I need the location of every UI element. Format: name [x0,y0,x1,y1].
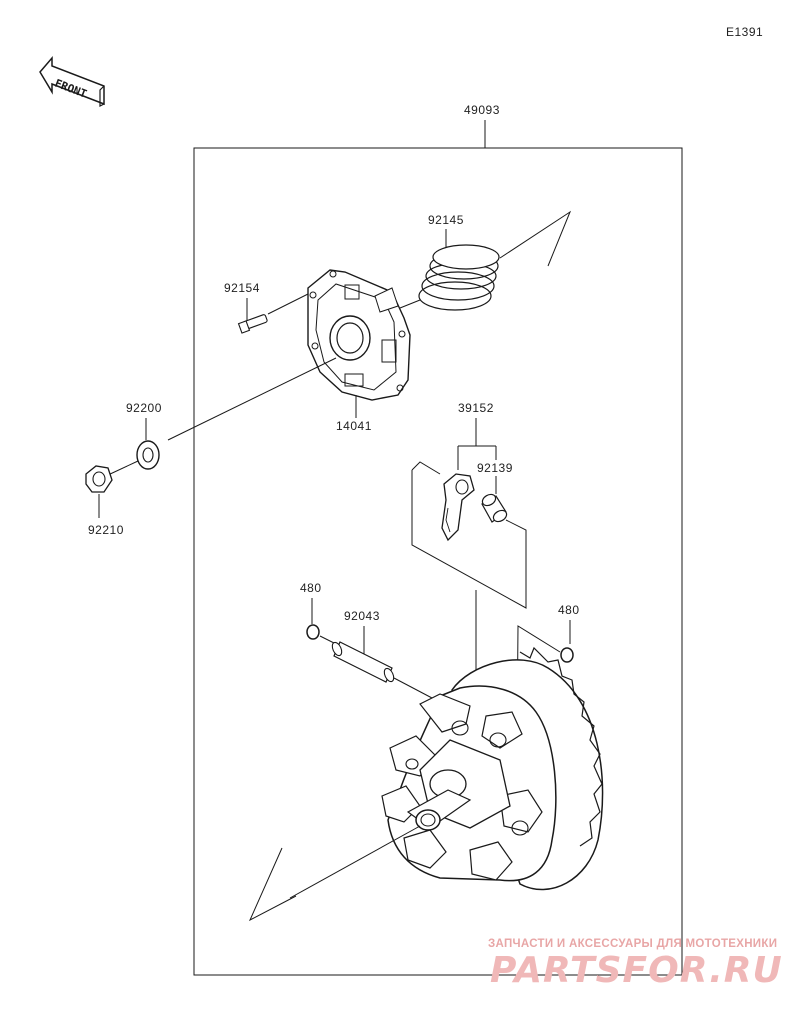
ring-left-part [306,624,320,640]
pin-part [331,641,395,683]
weight-arm-part [441,473,475,542]
front-arrow-icon: FRONT [39,55,105,107]
callout-washer: 92200 [126,401,162,415]
clutch-sheave-part [381,646,604,891]
callout-roller: 92139 [477,461,513,475]
nut-part [85,465,113,493]
cover-part [307,269,411,401]
callout-weight-assy: 39152 [458,401,494,415]
callout-ring-right: 480 [558,603,580,617]
spring-part [418,244,500,311]
callout-nut: 92210 [88,523,124,537]
callout-bolt: 92154 [224,281,260,295]
callout-ring-left: 480 [300,581,322,595]
callout-pin: 92043 [344,609,380,623]
assembly-bracket [193,147,683,976]
washer-part [136,440,160,470]
watermark-tagline: ЗАПЧАСТИ И АКСЕССУАРЫ ДЛЯ МОТОТЕХНИКИ [488,938,778,950]
watermark-logo: PARTSFOR.RU [490,950,783,991]
roller-part [481,493,508,523]
diagram-code: E1391 [726,25,763,39]
callout-spring: 92145 [428,213,464,227]
ring-right-part [560,647,574,663]
callout-cover: 14041 [336,419,372,433]
callout-assembly: 49093 [464,103,500,117]
bolt-part [237,314,268,334]
